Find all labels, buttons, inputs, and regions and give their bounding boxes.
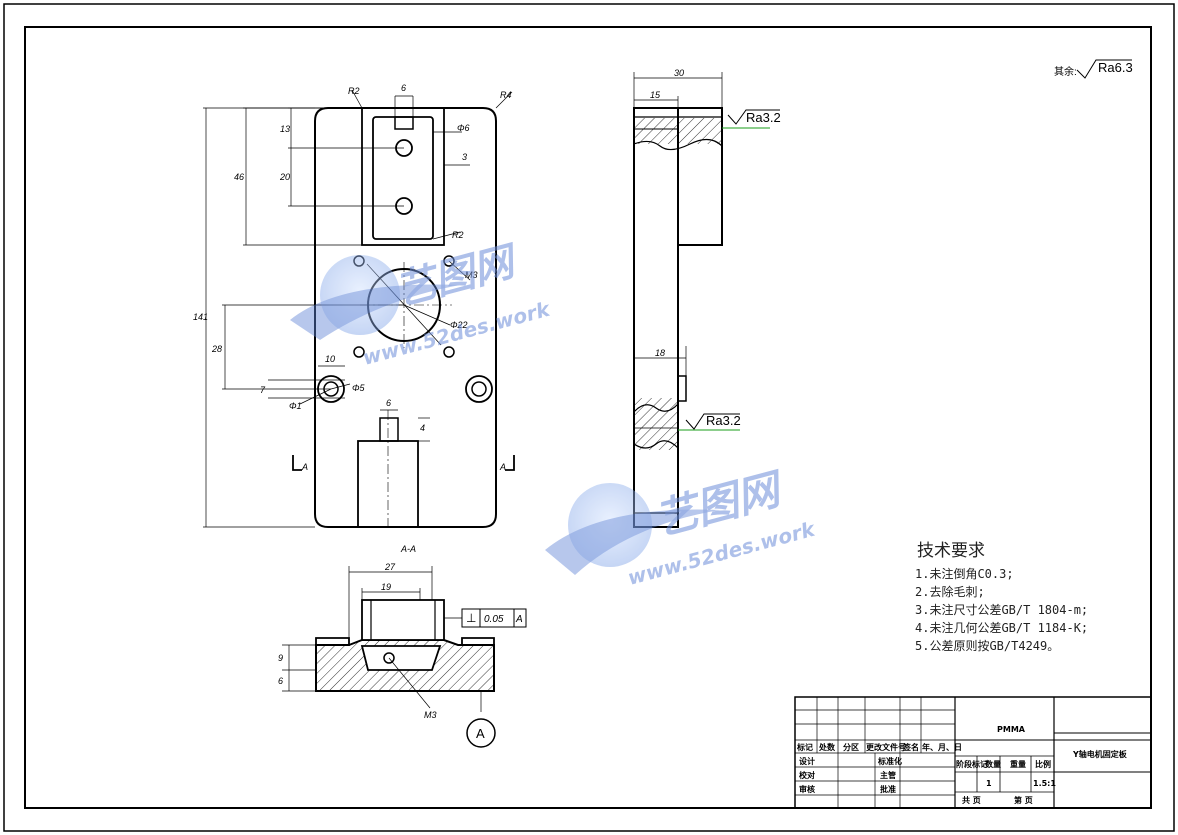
- dim-27: 27: [384, 562, 396, 572]
- header-cell: 年、月、日: [922, 742, 962, 752]
- sheet-number: 第 页: [1014, 795, 1033, 805]
- quantity: 1: [986, 779, 992, 788]
- header-cell: 处数: [818, 742, 836, 752]
- front-view-dims: 6 R2 R4 13 20 46 Φ6 3 R2 M3 Φ22 141 28 1…: [193, 83, 512, 472]
- material: PMMA: [997, 725, 1026, 734]
- header-cell: 签名: [902, 742, 919, 752]
- dim-cbore-phi5: Φ5: [352, 383, 366, 393]
- inner-border: [24, 26, 1152, 809]
- front-plate-outline: [314, 107, 497, 528]
- requirement-item: 2.去除毛刺;: [915, 584, 985, 599]
- pocket-slot: [394, 116, 414, 130]
- section-mark-right: A: [499, 462, 506, 472]
- dim-hole-phi6: Φ6: [457, 123, 470, 133]
- section-vgroove: [360, 645, 442, 671]
- gdt-value: 0.05: [484, 614, 504, 625]
- requirement-item: 5.公差原则按GB/T4249。: [915, 639, 1059, 653]
- dim-13: 13: [280, 124, 290, 134]
- watermark-globe-icon: [568, 483, 652, 567]
- mid-label: 主管: [880, 770, 896, 780]
- dim-10: 10: [325, 354, 335, 364]
- section-motor: [361, 599, 445, 641]
- general-roughness: 其余: Ra6.3: [1054, 59, 1133, 79]
- dim-bolt-m3: M3: [465, 270, 478, 280]
- dim-corner-r-right: R4: [500, 90, 512, 100]
- datum-label: A: [476, 726, 485, 741]
- watermark-1: 艺图网 www.52des.work: [290, 238, 554, 370]
- gdt-datum: A: [515, 614, 523, 625]
- title-block-text: PMMA Y轴电机固定板 标记 处数 分区 更改文件号 签名 年、月、日 设计 …: [796, 725, 1128, 805]
- roughness-general-value: Ra6.3: [1098, 60, 1133, 75]
- header-cell: 分区: [843, 742, 859, 752]
- roughness-mid-face: Ra3.2: [706, 413, 741, 428]
- outer-border: [3, 3, 1175, 832]
- stage-header: 重量: [1010, 759, 1026, 769]
- dim-3: 3: [462, 152, 467, 162]
- section-view-dims: 27 19 9 6 M3 ⊥ 0.05 A A: [278, 562, 523, 741]
- requirement-item: 3.未注尺寸公差GB/T 1804-m;: [915, 602, 1088, 617]
- dim-30: 30: [674, 68, 684, 78]
- watermark-brand: 艺图网: [391, 238, 525, 315]
- counterbore-right: [465, 375, 493, 403]
- header-cell: 标记: [796, 742, 813, 752]
- gdt-frame: [461, 608, 527, 628]
- requirements-title: 技术要求: [917, 541, 985, 561]
- dim-46: 46: [234, 172, 244, 182]
- sheets-total: 共 页: [962, 795, 981, 805]
- mid-label: 批准: [880, 784, 896, 794]
- side-view-dims: 30 15 18 Ra3.2 Ra3.2: [650, 68, 781, 431]
- side-plate: [633, 107, 679, 528]
- requirement-item: 1.未注倒角C0.3;: [915, 566, 1014, 581]
- scale: 1.5:1: [1033, 779, 1056, 788]
- section-title: A-A: [400, 544, 416, 554]
- header-cell: 更改文件号: [866, 742, 906, 752]
- roughness-top-face: Ra3.2: [746, 110, 781, 125]
- dim-hole-m: M3: [424, 710, 437, 720]
- dim-9: 9: [278, 653, 283, 663]
- datum-symbol: [466, 718, 496, 748]
- roughness-prefix: 其余:: [1054, 65, 1077, 78]
- row-label: 校对: [799, 770, 815, 780]
- dim-7: 7: [260, 385, 266, 395]
- technical-requirements: 技术要求 1.未注倒角C0.3; 2.去除毛刺; 3.未注尺寸公差GB/T 18…: [915, 541, 1088, 653]
- part-name: Y轴电机固定板: [1072, 749, 1128, 759]
- dim-28: 28: [211, 344, 222, 354]
- dim-20: 20: [279, 172, 290, 182]
- dim-center-phi: Φ22: [450, 320, 468, 330]
- dim-6b: 6: [386, 398, 391, 408]
- dim-corner-r-left: R2: [348, 86, 360, 96]
- dim-18: 18: [655, 348, 665, 358]
- watermark-globe-icon: [320, 255, 400, 335]
- front-view: [203, 89, 515, 528]
- dim-19: 19: [381, 582, 391, 592]
- gdt-symbol: ⊥: [466, 611, 476, 625]
- section-mark-left: A: [301, 462, 308, 472]
- watermark-2: 艺图网 www.52des.work: [545, 463, 819, 590]
- side-motor-block: [677, 107, 723, 246]
- dim-pocket-r: R2: [452, 230, 464, 240]
- dim-15: 15: [650, 90, 661, 100]
- row-label: 审核: [799, 784, 815, 794]
- stage-header: 比例: [1035, 759, 1051, 769]
- mid-label: 标准化: [877, 756, 902, 766]
- stage-header: 阶段标记: [956, 759, 988, 769]
- stage-header: 数量: [985, 759, 1001, 769]
- dim-6: 6: [278, 676, 283, 686]
- row-label: 设计: [799, 756, 815, 766]
- section-view: [282, 566, 527, 748]
- side-view: [633, 72, 723, 528]
- dim-141: 141: [193, 312, 208, 322]
- dim-4: 4: [420, 423, 425, 433]
- dim-small-phi: Φ1: [289, 401, 302, 411]
- title-block: [794, 696, 1152, 809]
- dim-slot-width: 6: [401, 83, 406, 93]
- motor-pocket-inner: [372, 116, 434, 240]
- requirement-item: 4.未注几何公差GB/T 1184-K;: [915, 620, 1088, 635]
